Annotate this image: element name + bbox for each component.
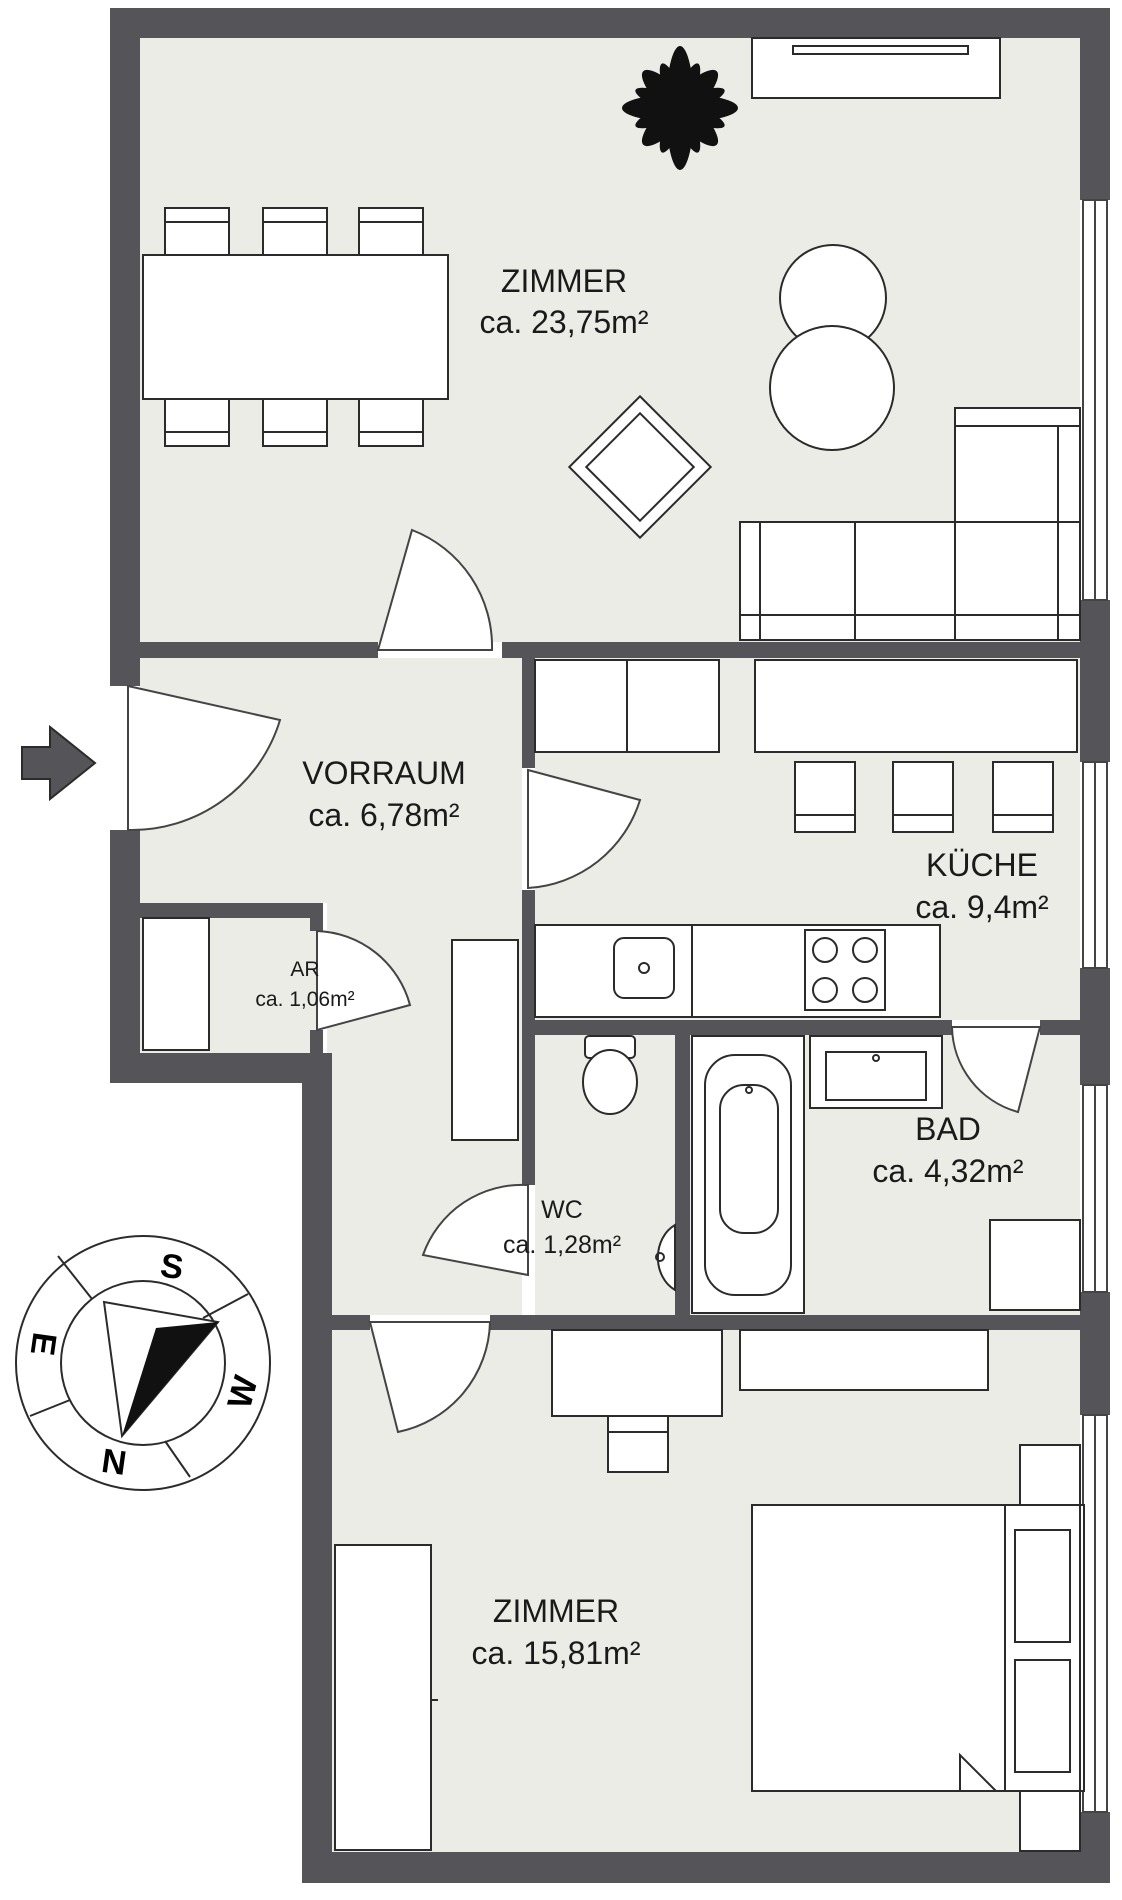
door-zimmer-1: [376, 528, 494, 651]
wall-kueche-left-b: [522, 890, 535, 1185]
kitchen-island: [754, 659, 1078, 753]
compass-label-east: E: [23, 1330, 64, 1358]
wall-left-upper: [110, 8, 140, 686]
wall-ar-right-b: [310, 1030, 323, 1063]
room-area-zimmer-1: ca. 23,75m²: [480, 304, 649, 340]
room-name-kueche: KÜCHE: [926, 847, 1038, 883]
wall-left-mid: [110, 830, 140, 1083]
compass-label-south: S: [158, 1247, 186, 1288]
room-labels: ZIMMER ca. 23,75m² VORRAUM ca. 6,78m² KÜ…: [255, 263, 1049, 1671]
door-zimmer-2: [368, 1321, 492, 1434]
room-area-kueche: ca. 9,4m²: [915, 889, 1049, 925]
wall-zimmer1-bottom-b: [502, 642, 1080, 658]
door-kueche: [527, 768, 642, 890]
nightstand-bottom: [1019, 1790, 1081, 1852]
desk-chair: [607, 1415, 669, 1473]
wall-kueche-bottom-b: [1040, 1020, 1080, 1035]
windows: [1082, 199, 1108, 1813]
room-name-ar: AR: [290, 958, 319, 981]
compass-rose-icon: S E W N: [15, 1235, 271, 1491]
blanket-fold: [959, 1752, 999, 1792]
wall-left-lower: [302, 1053, 332, 1883]
wall-top: [110, 8, 1110, 38]
door-bad: [950, 1026, 1042, 1114]
room-area-bad: ca. 4,32m²: [872, 1153, 1024, 1189]
entrance-arrow-icon: [21, 724, 97, 802]
wall-ar-top: [140, 903, 323, 918]
wall-zimmer1-bottom-a: [140, 642, 378, 658]
room-area-ar: ca. 1,06m²: [255, 988, 354, 1011]
wall-zimmer2-top-a: [332, 1315, 370, 1330]
room-name-bad: BAD: [915, 1111, 981, 1147]
nightstand-top: [1019, 1444, 1081, 1506]
room-name-zimmer-1: ZIMMER: [501, 263, 627, 299]
sink-drain: [638, 962, 650, 974]
armchair: [567, 394, 713, 540]
wardrobe: [334, 1544, 432, 1851]
room-name-wc: WC: [541, 1196, 583, 1224]
zimmer-2-furniture: [334, 1329, 1085, 1852]
walls: [110, 8, 1110, 1883]
plant-icon: [622, 46, 738, 170]
washing-machine: [989, 1219, 1081, 1311]
doors: [127, 528, 1042, 1434]
room-name-vorraum: VORRAUM: [302, 755, 466, 791]
wall-kueche-left-a: [522, 658, 535, 768]
room-area-zimmer-2: ca. 15,81m²: [472, 1635, 641, 1671]
bathtub-basin: [719, 1084, 779, 1234]
sink: [613, 937, 675, 999]
shelf-ar: [142, 917, 210, 1051]
wc-furniture: [582, 1035, 676, 1292]
bad-furniture: [691, 1035, 1081, 1314]
dining-table: [142, 254, 449, 400]
wall-kueche-bottom-a: [522, 1020, 952, 1035]
pillow-bottom: [1014, 1659, 1071, 1773]
door-entrance: [127, 684, 282, 832]
compass-label-north: N: [99, 1440, 129, 1481]
side-table-large: [769, 325, 895, 451]
bar-stools: [794, 761, 1054, 833]
door-ar: [316, 929, 412, 1032]
kueche-furniture: [534, 659, 1078, 1018]
compass-label-west: W: [220, 1371, 265, 1413]
wall-right-5: [1080, 1812, 1110, 1883]
wall-right-4: [1080, 1292, 1110, 1415]
wall-bottom: [302, 1852, 1110, 1883]
wall-zimmer2-top-b: [490, 1315, 1080, 1330]
wall-ar-right: [310, 903, 323, 931]
wall-ar-bottom: [110, 1053, 332, 1083]
pillow-top: [1014, 1529, 1071, 1643]
wall-right-2: [1080, 600, 1110, 762]
desk: [551, 1329, 723, 1417]
room-name-zimmer-2: ZIMMER: [493, 1593, 619, 1629]
wall-wc-bad: [675, 1035, 690, 1315]
door-wc: [421, 1183, 529, 1277]
zimmer-1-furniture: [142, 37, 1081, 641]
cooktop: [804, 929, 886, 1011]
sofa: [739, 407, 1081, 641]
vorraum-furniture: [142, 917, 519, 1141]
dresser: [739, 1329, 989, 1391]
room-area-wc: ca. 1,28m²: [503, 1231, 621, 1259]
dining-chairs: [164, 207, 424, 447]
room-area-vorraum: ca. 6,78m²: [308, 797, 460, 833]
sideboard-tv: [792, 45, 969, 55]
wall-right-3: [1080, 968, 1110, 1085]
wardrobe-vorraum: [451, 939, 519, 1141]
wall-right-1: [1080, 8, 1110, 200]
toilet-bowl: [582, 1049, 638, 1115]
